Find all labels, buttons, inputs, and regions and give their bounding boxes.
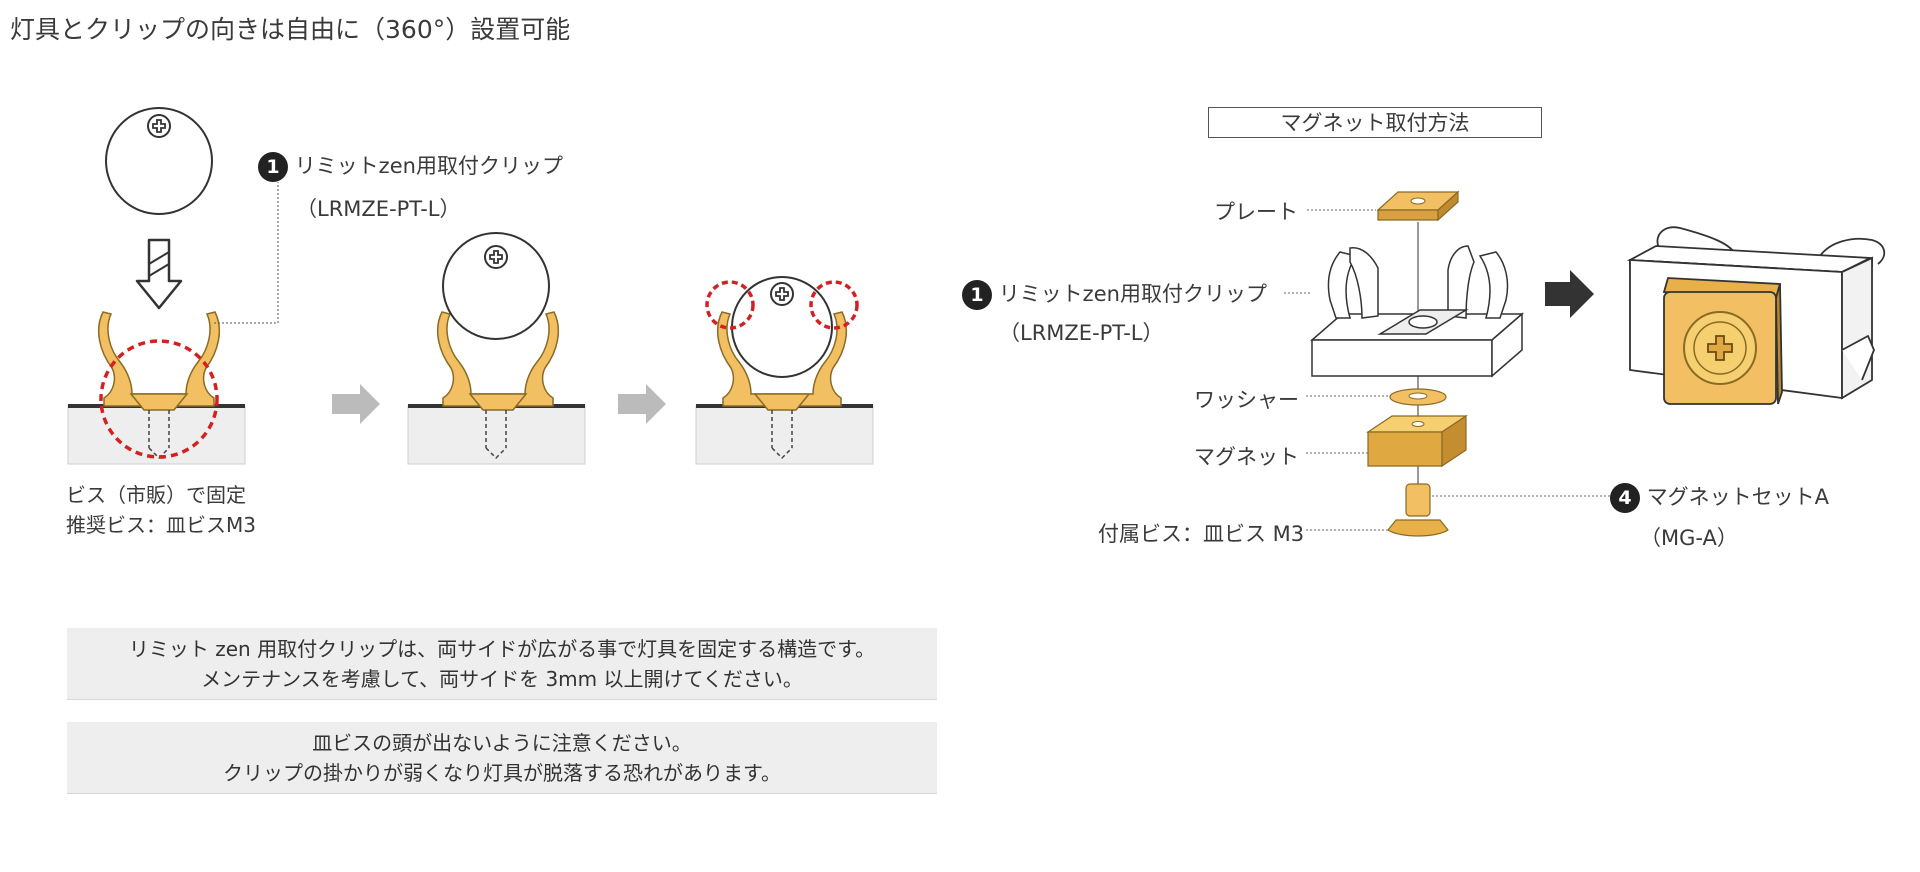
leader-line bbox=[214, 182, 279, 324]
step3-screw bbox=[771, 410, 793, 460]
page-title: 灯具とクリップの向きは自由に（360°）設置可能 bbox=[10, 15, 571, 44]
step2-screw bbox=[485, 410, 507, 460]
screw-part bbox=[1387, 483, 1449, 537]
highlight-circle bbox=[705, 280, 755, 330]
screw-label: ビス（市販）で固定 bbox=[66, 483, 246, 507]
number-badge: 1 bbox=[962, 280, 992, 310]
right-arrow-icon bbox=[618, 384, 666, 424]
magnet-label: マグネット bbox=[1194, 445, 1299, 469]
right-arrow-icon bbox=[332, 384, 380, 424]
clip-code: （LRMZE-PT-L） bbox=[296, 197, 461, 221]
clip-3d-part bbox=[1309, 245, 1525, 378]
step3-clip bbox=[716, 311, 848, 411]
right-arrow-icon bbox=[1545, 270, 1594, 318]
clip-name: リミットzen用取付クリップ bbox=[294, 154, 563, 178]
magnet-set-name: マグネットセットA bbox=[1646, 485, 1830, 509]
washer-label: ワッシャー bbox=[1194, 388, 1299, 412]
clip-name: リミットzen用取付クリップ bbox=[998, 282, 1267, 306]
plate-label: プレート bbox=[1214, 200, 1298, 224]
step1-luminaire-top bbox=[105, 107, 213, 215]
step2-luminaire bbox=[442, 232, 550, 340]
note-box: リミット zen 用取付クリップは、両サイドが広がる事で灯具を固定する構造です。… bbox=[67, 628, 937, 700]
step2-clip bbox=[436, 311, 560, 411]
number-badge: 4 bbox=[1610, 483, 1640, 513]
magnet-section-title: マグネット取付方法 bbox=[1208, 107, 1542, 138]
clip-callout: 1 リミットzen用取付クリップ bbox=[258, 150, 563, 182]
down-arrow-icon bbox=[135, 238, 183, 310]
note-line: クリップの掛かりが弱くなり灯具が脱落する恐れがあります。 bbox=[223, 761, 781, 785]
clip-code: （LRMZE-PT-L） bbox=[999, 321, 1164, 345]
note-line: 皿ビスの頭が出ないように注意ください。 bbox=[312, 731, 692, 755]
screw-label: 付属ビス：皿ビス M3 bbox=[1098, 522, 1305, 546]
recommended-screw-label: 推奨ビス：皿ビスM3 bbox=[66, 513, 256, 537]
assembled-clip-view bbox=[1626, 226, 1886, 405]
step1-clip bbox=[97, 311, 221, 411]
magnet-set-callout: 4 マグネットセットA bbox=[1610, 481, 1829, 513]
plate-part bbox=[1376, 190, 1460, 222]
leader-lines bbox=[1284, 209, 1610, 531]
magnet-clip-callout: 1 リミットzen用取付クリップ bbox=[962, 278, 1267, 310]
highlight-circle bbox=[99, 339, 219, 459]
installation-steps-illustration bbox=[66, 107, 875, 466]
step2-surface bbox=[406, 404, 587, 466]
number-badge: 1 bbox=[258, 152, 288, 182]
washer-part bbox=[1389, 388, 1447, 406]
note-box: 皿ビスの頭が出ないように注意ください。 クリップの掛かりが弱くなり灯具が脱落する… bbox=[67, 722, 937, 794]
note-line: メンテナンスを考慮して、両サイドを 3mm 以上開けてください。 bbox=[201, 667, 803, 691]
magnet-set-code: （MG-A） bbox=[1640, 526, 1738, 550]
step3-luminaire bbox=[731, 276, 833, 378]
highlight-circle bbox=[809, 280, 859, 330]
magnet-exploded-illustration bbox=[1284, 190, 1886, 537]
magnet-part bbox=[1366, 414, 1468, 468]
note-line: リミット zen 用取付クリップは、両サイドが広がる事で灯具を固定する構造です。 bbox=[128, 637, 876, 661]
